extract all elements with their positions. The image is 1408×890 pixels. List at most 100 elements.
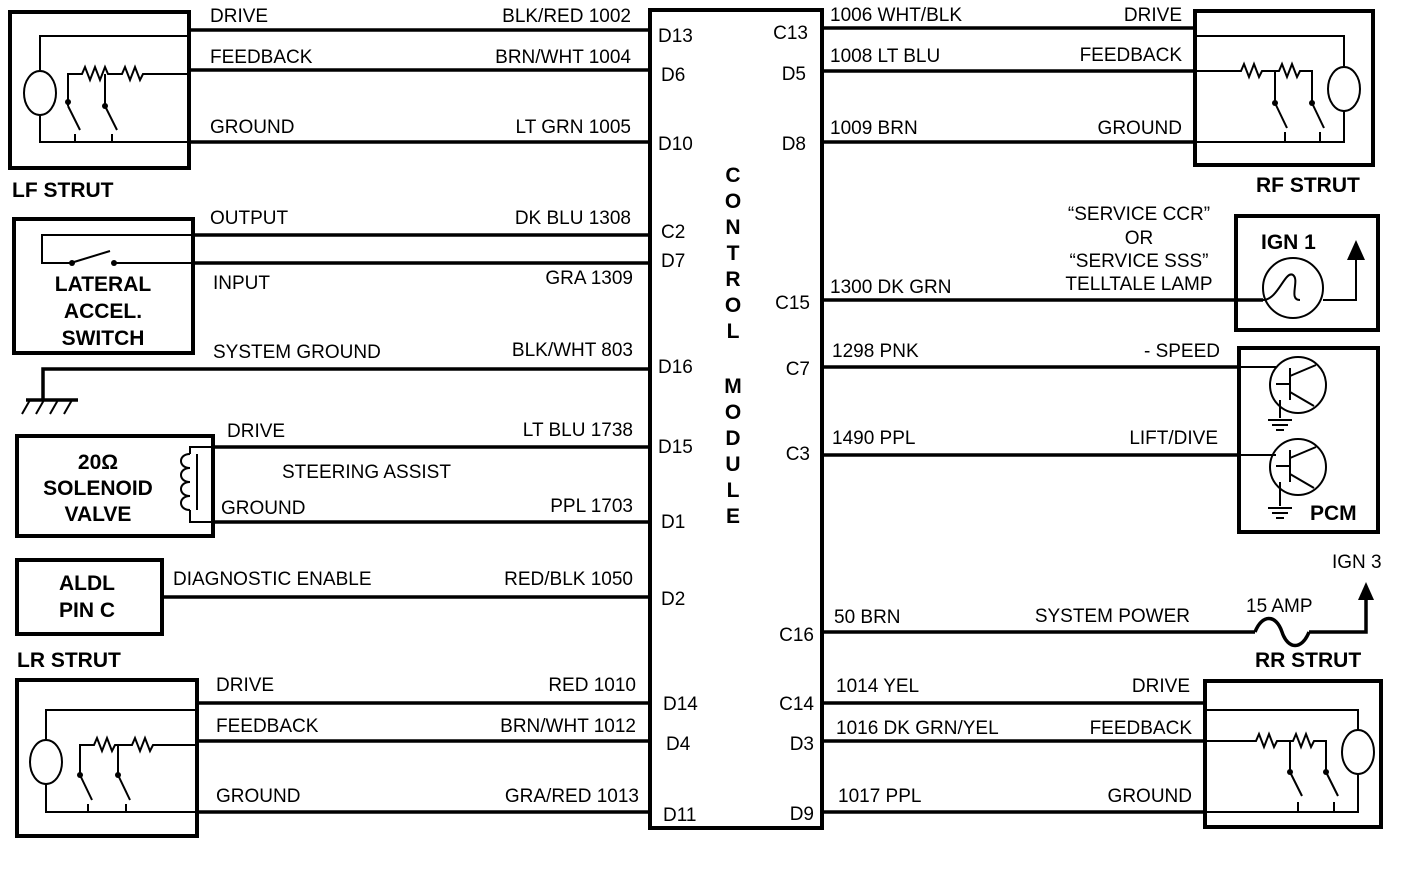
svg-text:D15: D15 <box>658 437 693 458</box>
telltale-lamp-label: “SERVICE CCR” OR “SERVICE SSS” TELLTALE … <box>1065 204 1212 295</box>
lf-strut-box <box>8 10 191 170</box>
svg-text:1006 WHT/BLK: 1006 WHT/BLK <box>830 5 962 26</box>
lateral-accel-switch: LATERAL ACCEL. SWITCH <box>12 217 195 355</box>
motor-icon <box>1327 66 1361 112</box>
svg-text:R: R <box>725 268 740 291</box>
svg-text:FEEDBACK: FEEDBACK <box>216 716 319 737</box>
svg-text:C: C <box>725 164 740 187</box>
svg-text:D7: D7 <box>661 251 685 272</box>
svg-text:TELLTALE LAMP: TELLTALE LAMP <box>1065 274 1212 295</box>
svg-text:DK BLU 1308: DK BLU 1308 <box>515 208 631 229</box>
left-wire-codes: BLK/RED 1002 BRN/WHT 1004 LT GRN 1005 DK… <box>495 6 639 807</box>
svg-text:1298 PNK: 1298 PNK <box>832 341 919 362</box>
svg-text:D2: D2 <box>661 589 685 610</box>
ign1-arrow-icon <box>1347 240 1365 260</box>
svg-text:INPUT: INPUT <box>213 273 270 294</box>
svg-text:M: M <box>724 375 742 398</box>
svg-text:C13: C13 <box>773 23 808 44</box>
svg-text:BRN/WHT 1004: BRN/WHT 1004 <box>495 47 631 68</box>
svg-text:D14: D14 <box>663 694 698 715</box>
svg-text:D11: D11 <box>663 805 696 826</box>
svg-text:“SERVICE SSS”: “SERVICE SSS” <box>1069 251 1208 272</box>
svg-text:O: O <box>725 401 741 424</box>
svg-text:1008 LT BLU: 1008 LT BLU <box>830 46 940 67</box>
svg-text:D6: D6 <box>661 65 685 86</box>
lr-strut-box <box>15 678 199 838</box>
svg-text:BLK/RED 1002: BLK/RED 1002 <box>502 6 631 27</box>
right-wire-codes: 1006 WHT/BLK 1008 LT BLU 1009 BRN 1300 D… <box>830 5 999 807</box>
svg-text:“SERVICE CCR”: “SERVICE CCR” <box>1068 204 1210 225</box>
svg-text:D: D <box>725 427 740 450</box>
motor-icon <box>1341 729 1375 775</box>
svg-text:D10: D10 <box>658 134 693 155</box>
svg-text:D5: D5 <box>782 64 806 85</box>
aldl-connector: ALDL PIN C <box>15 558 164 636</box>
ign3-label: IGN 3 <box>1332 552 1382 573</box>
resistor-icon <box>1205 731 1327 772</box>
svg-text:N: N <box>725 216 740 239</box>
svg-text:C16: C16 <box>779 625 814 646</box>
ign1-lamp: IGN 1 <box>1234 214 1380 332</box>
svg-text:C7: C7 <box>786 359 810 380</box>
svg-text:1017 PPL: 1017 PPL <box>838 786 921 807</box>
svg-text:D1: D1 <box>661 512 685 533</box>
left-wires <box>41 28 650 814</box>
svg-text:D9: D9 <box>790 804 814 825</box>
svg-text:C14: C14 <box>779 694 814 715</box>
resistor-icon <box>67 64 189 106</box>
svg-text:D8: D8 <box>782 134 806 155</box>
svg-text:PIN C: PIN C <box>59 599 115 622</box>
motor-icon <box>29 739 63 785</box>
svg-text:C2: C2 <box>661 222 685 243</box>
svg-text:E: E <box>726 505 740 528</box>
svg-text:GROUND: GROUND <box>221 498 305 519</box>
svg-text:FEEDBACK: FEEDBACK <box>1090 718 1193 739</box>
transistor-icon <box>1269 438 1327 496</box>
fuse-label: 15 AMP <box>1246 596 1313 617</box>
svg-text:D13: D13 <box>658 26 693 47</box>
svg-text:C15: C15 <box>775 293 810 314</box>
svg-text:LATERAL: LATERAL <box>55 273 152 296</box>
svg-text:SOLENOID: SOLENOID <box>43 477 153 500</box>
svg-text:U: U <box>725 453 740 476</box>
svg-text:DRIVE: DRIVE <box>1124 5 1182 26</box>
rr-strut-label: RR STRUT <box>1255 649 1361 672</box>
svg-text:VALVE: VALVE <box>65 503 132 526</box>
svg-text:C3: C3 <box>786 444 810 465</box>
svg-text:D16: D16 <box>658 357 693 378</box>
solenoid-box <box>15 434 215 538</box>
svg-text:LT BLU 1738: LT BLU 1738 <box>523 420 633 441</box>
ign3-arrow-icon <box>1358 582 1374 600</box>
svg-text:O: O <box>725 294 741 317</box>
svg-text:O: O <box>725 190 741 213</box>
svg-text:OUTPUT: OUTPUT <box>210 208 289 229</box>
svg-text:GRA 1309: GRA 1309 <box>545 268 633 289</box>
control-module-box <box>648 8 824 830</box>
right-pin-labels: C13 D5 D8 C15 C7 C3 C16 C14 D3 D9 <box>773 23 814 825</box>
svg-text:LT GRN 1005: LT GRN 1005 <box>516 117 631 138</box>
left-function-labels: DRIVE FEEDBACK GROUND OUTPUT INPUT SYSTE… <box>173 6 451 807</box>
svg-text:D3: D3 <box>790 734 814 755</box>
svg-text:ALDL: ALDL <box>59 572 115 595</box>
svg-text:D4: D4 <box>666 734 691 755</box>
right-wires <box>822 26 1374 814</box>
svg-text:RED 1010: RED 1010 <box>548 675 636 696</box>
svg-text:OR: OR <box>1125 228 1154 249</box>
resistor-icon <box>1195 61 1313 103</box>
lr-strut-label: LR STRUT <box>17 649 121 672</box>
chassis-ground-icon <box>21 398 78 415</box>
lamp-icon <box>1262 257 1324 319</box>
svg-text:SYSTEM POWER: SYSTEM POWER <box>1035 606 1190 627</box>
resistor-icon <box>79 735 197 775</box>
svg-text:FEEDBACK: FEEDBACK <box>1080 45 1183 66</box>
pcm-module: PCM <box>1237 346 1380 534</box>
svg-text:PPL 1703: PPL 1703 <box>550 496 633 517</box>
svg-text:1300 DK GRN: 1300 DK GRN <box>830 277 951 298</box>
svg-text:1014 YEL: 1014 YEL <box>836 676 919 697</box>
svg-text:1009 BRN: 1009 BRN <box>830 118 918 139</box>
lf-strut: LF STRUT <box>8 10 191 202</box>
svg-text:50 BRN: 50 BRN <box>834 607 901 628</box>
svg-text:DRIVE: DRIVE <box>1132 676 1190 697</box>
ign1-box <box>1234 214 1380 332</box>
